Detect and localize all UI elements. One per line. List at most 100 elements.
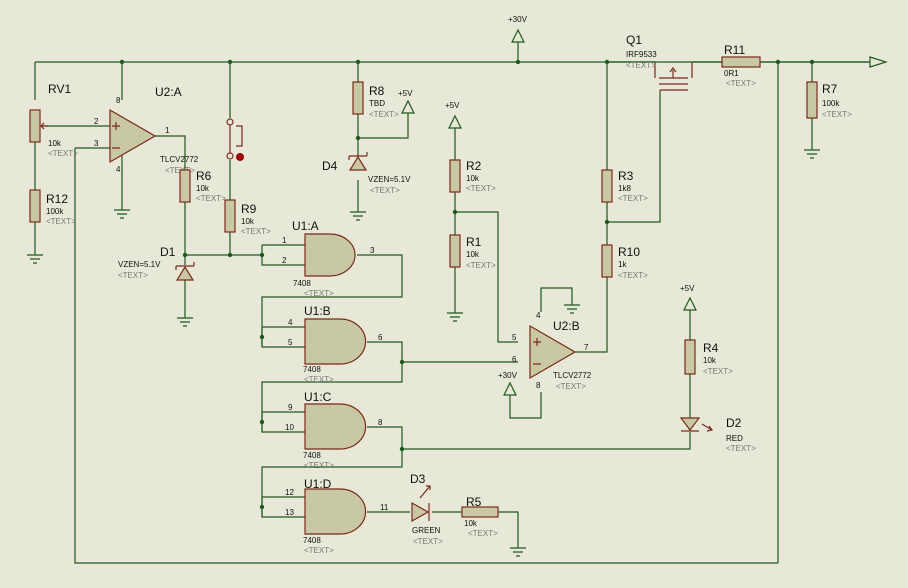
power-symbol-p5-r2	[448, 114, 462, 129]
d3-value: GREEN	[412, 526, 441, 535]
power-label-p5-r4: +5V	[680, 284, 695, 293]
d2-text: <TEXT>	[726, 444, 756, 453]
d3-ref: D3	[410, 472, 426, 486]
d4-value: VZEN=5.1V	[368, 175, 411, 184]
r1-text: <TEXT>	[466, 261, 496, 270]
u1c-and-gate	[304, 403, 367, 450]
r7-resistor	[806, 81, 818, 119]
d1-text: <TEXT>	[118, 271, 148, 280]
r11-text: <TEXT>	[726, 79, 756, 88]
d4-ref: D4	[322, 159, 338, 173]
u1d-pin-13: 13	[285, 508, 294, 517]
r11-resistor	[721, 56, 761, 68]
u1c-pin-9: 9	[288, 403, 293, 412]
u2b-pin-7: 7	[584, 343, 589, 352]
u2a-pin-4: 4	[116, 165, 121, 174]
r10-ref: R10	[618, 245, 640, 259]
r5-resistor	[461, 506, 499, 518]
u1c-pin-8: 8	[378, 418, 383, 427]
u2b-pin-6: 6	[512, 355, 517, 364]
power-symbol-p5-r4	[683, 296, 697, 311]
u2b-opamp	[529, 324, 577, 380]
r3-ref: R3	[618, 169, 634, 183]
r10-value: 1k	[618, 260, 627, 269]
u1b-pin-6: 6	[378, 333, 383, 342]
u1a-pin-3: 3	[370, 246, 375, 255]
r4-ref: R4	[703, 341, 719, 355]
q1-value: IRF9533	[626, 50, 657, 59]
r5-text: <TEXT>	[468, 529, 498, 538]
r4-resistor	[684, 339, 696, 375]
rv1-potentiometer	[29, 109, 48, 143]
r8-text: <TEXT>	[369, 110, 399, 119]
r12-value: 100k	[46, 207, 64, 216]
u1b-pin-4: 4	[288, 318, 293, 327]
d1-zener-diode	[175, 262, 195, 281]
d4-zener-diode	[348, 152, 368, 171]
r11-value: 0R1	[724, 69, 739, 78]
r3-resistor	[601, 169, 613, 203]
d4-text: <TEXT>	[370, 186, 400, 195]
r4-text: <TEXT>	[703, 367, 733, 376]
power-symbol-p5-r8	[401, 99, 415, 114]
wires	[34, 42, 870, 564]
r12-text: <TEXT>	[46, 217, 76, 226]
r10-text: <TEXT>	[618, 271, 648, 280]
u1c-pin-10: 10	[285, 423, 294, 432]
u1b-ref: U1:B	[304, 304, 331, 318]
r9-ref: R9	[241, 202, 257, 216]
pushbutton-switch	[226, 118, 244, 161]
r7-ref: R7	[822, 82, 838, 96]
r8-value: TBD	[369, 99, 385, 108]
r6-resistor	[179, 169, 191, 203]
u1c-ref: U1:C	[304, 390, 332, 404]
u2a-value: TLCV2772	[160, 155, 199, 164]
r7-value: 100k	[822, 99, 840, 108]
rv1-text: <TEXT>	[48, 149, 78, 158]
u1b-and-gate	[304, 318, 367, 365]
r2-resistor	[449, 159, 461, 193]
r12-ref: R12	[46, 192, 68, 206]
r9-text: <TEXT>	[241, 227, 271, 236]
u2a-pin-3: 3	[94, 139, 99, 148]
r5-ref: R5	[466, 495, 482, 509]
u1a-value: 7408	[293, 279, 311, 288]
r9-resistor	[224, 199, 236, 233]
r1-value: 10k	[466, 250, 480, 259]
r10-resistor	[601, 244, 613, 278]
u2a-pin-2: 2	[94, 117, 99, 126]
r12-resistor	[29, 189, 41, 223]
r4-value: 10k	[703, 356, 717, 365]
u1a-pin-1: 1	[282, 236, 287, 245]
rv1-ref: RV1	[48, 82, 71, 96]
u1b-text: <TEXT>	[304, 375, 334, 384]
u1c-value: 7408	[303, 451, 321, 460]
power-label-p30-top: +30V	[508, 15, 528, 24]
d2-value: RED	[726, 434, 743, 443]
d3-led	[411, 485, 431, 523]
u1a-and-gate	[304, 233, 356, 277]
d1-value: VZEN=5.1V	[118, 260, 161, 269]
u2a-pin-8: 8	[116, 96, 121, 105]
u1a-pin-2: 2	[282, 256, 287, 265]
r7-text: <TEXT>	[822, 110, 852, 119]
u2a-pin-1: 1	[165, 126, 170, 135]
r2-ref: R2	[466, 159, 482, 173]
u2b-ref: U2:B	[553, 319, 580, 333]
u2b-pin-4: 4	[536, 311, 541, 320]
r1-resistor	[449, 234, 461, 268]
r6-ref: R6	[196, 169, 212, 183]
u1d-and-gate	[304, 488, 367, 535]
d3-text: <TEXT>	[413, 537, 443, 546]
u1b-pin-5: 5	[288, 338, 293, 347]
r2-text: <TEXT>	[466, 184, 496, 193]
u2b-pin-5: 5	[512, 333, 517, 342]
power-symbol-p30-top	[511, 28, 525, 43]
u1a-text: <TEXT>	[304, 289, 334, 298]
r2-value: 10k	[466, 174, 480, 183]
r1-ref: R1	[466, 235, 482, 249]
power-label-p30-u2b: +30V	[498, 371, 518, 380]
r3-value: 1k8	[618, 184, 631, 193]
